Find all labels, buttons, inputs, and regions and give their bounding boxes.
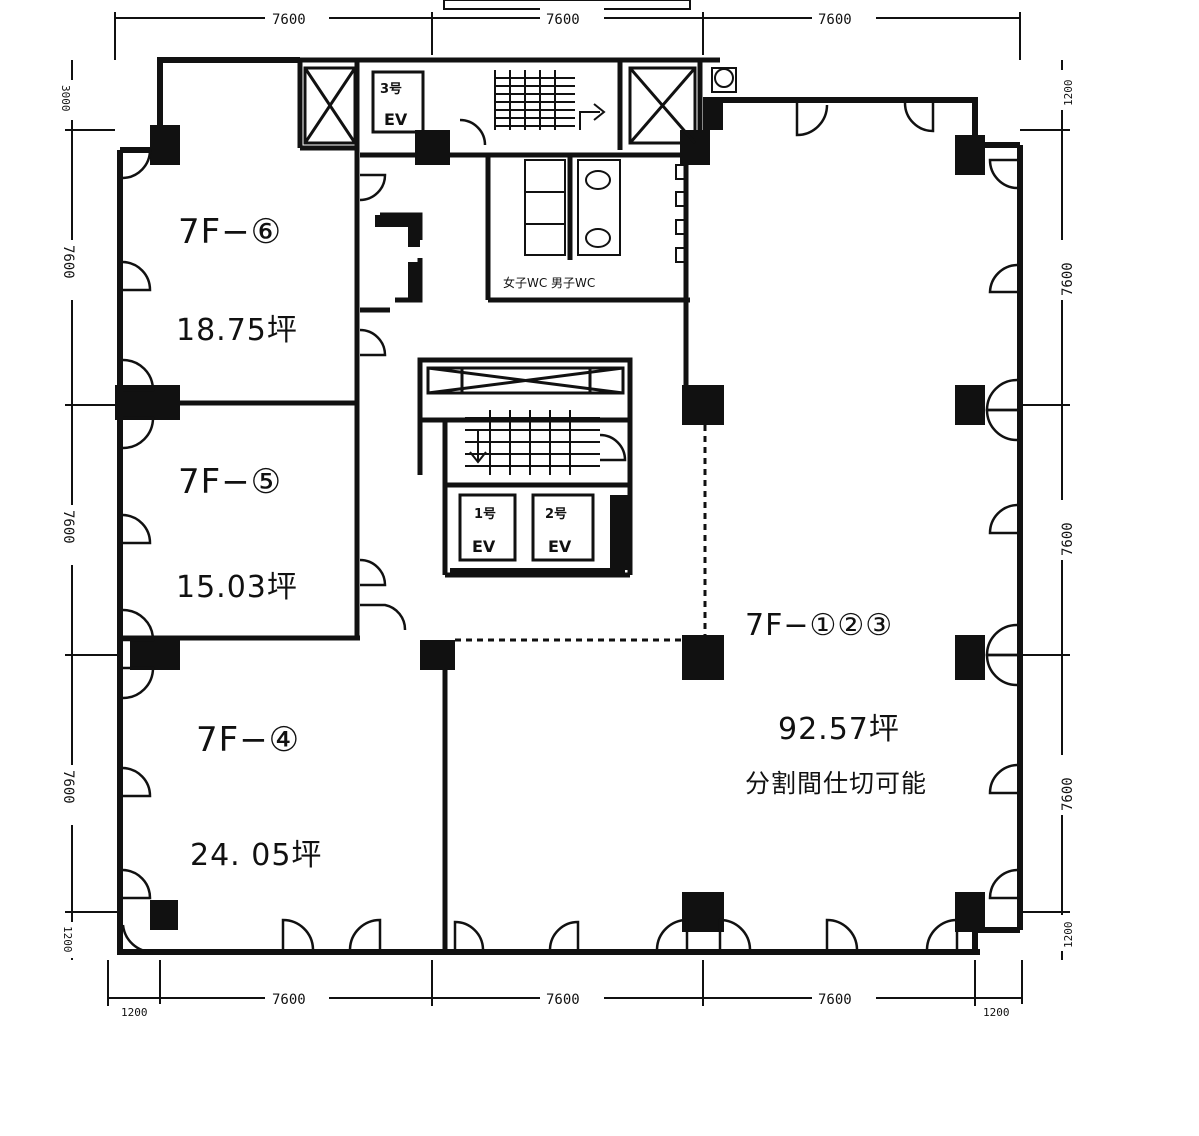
unit-6-name: 7F−⑥ — [178, 212, 283, 252]
dim-left-1: 3000 — [59, 85, 72, 112]
dim-bottom-5: 1200 — [983, 1006, 1010, 1019]
dim-right-3: 7600 — [1060, 522, 1076, 556]
dim-bottom-2: 7600 — [272, 992, 306, 1008]
ev2-number: 2号 — [545, 507, 567, 522]
wc-label: 女子WC 男子WC — [503, 275, 595, 290]
dim-right-4: 7600 — [1060, 777, 1076, 811]
dashed-partitions — [455, 425, 707, 642]
shafts — [303, 66, 697, 395]
elevators: 3号 EV 1号 EV 2号 EV — [371, 70, 595, 562]
dim-top-3: 7600 — [818, 12, 852, 28]
unit-6-area: 18.75坪 — [176, 313, 298, 348]
ev2-label: EV — [548, 537, 572, 556]
unit-123-name: 7F−①②③ — [745, 608, 894, 643]
dim-left-2: 7600 — [60, 245, 76, 279]
dim-bottom-3: 7600 — [546, 992, 580, 1008]
unit-123-area: 92.57坪 — [778, 712, 900, 747]
ev3-number: 3号 — [380, 82, 402, 97]
stairs — [465, 70, 606, 475]
dim-left-3: 7600 — [60, 510, 76, 544]
dim-bottom-4: 7600 — [818, 992, 852, 1008]
exterior-walls — [117, 57, 1023, 955]
dim-top-2: 7600 — [546, 12, 580, 28]
dim-left-5: 1200 — [61, 926, 74, 953]
wc-fixtures — [524, 67, 737, 263]
unit-5-name: 7F−⑤ — [178, 462, 283, 502]
dim-right-5: 1200 — [1062, 922, 1075, 949]
doors — [121, 102, 1018, 954]
dim-top-1: 7600 — [272, 12, 306, 28]
dimension-texts: 7600 7600 7600 1200 7600 7600 7600 1200 … — [59, 8, 1076, 1020]
dim-bottom-1: 1200 — [121, 1006, 148, 1019]
unit-4-area: 24. 05坪 — [190, 838, 323, 873]
dim-right-2: 7600 — [1060, 262, 1076, 296]
closet — [375, 215, 630, 574]
unit-123-note: 分割間仕切可能 — [745, 769, 928, 798]
unit-5-area: 15.03坪 — [176, 570, 298, 605]
dim-right-1: 1200 — [1062, 80, 1075, 107]
ev1-label: EV — [472, 537, 496, 556]
dim-left-4: 7600 — [60, 770, 76, 804]
ev3-label: EV — [384, 110, 408, 129]
ev1-number: 1号 — [474, 507, 496, 522]
unit-4-name: 7F−④ — [196, 720, 301, 760]
